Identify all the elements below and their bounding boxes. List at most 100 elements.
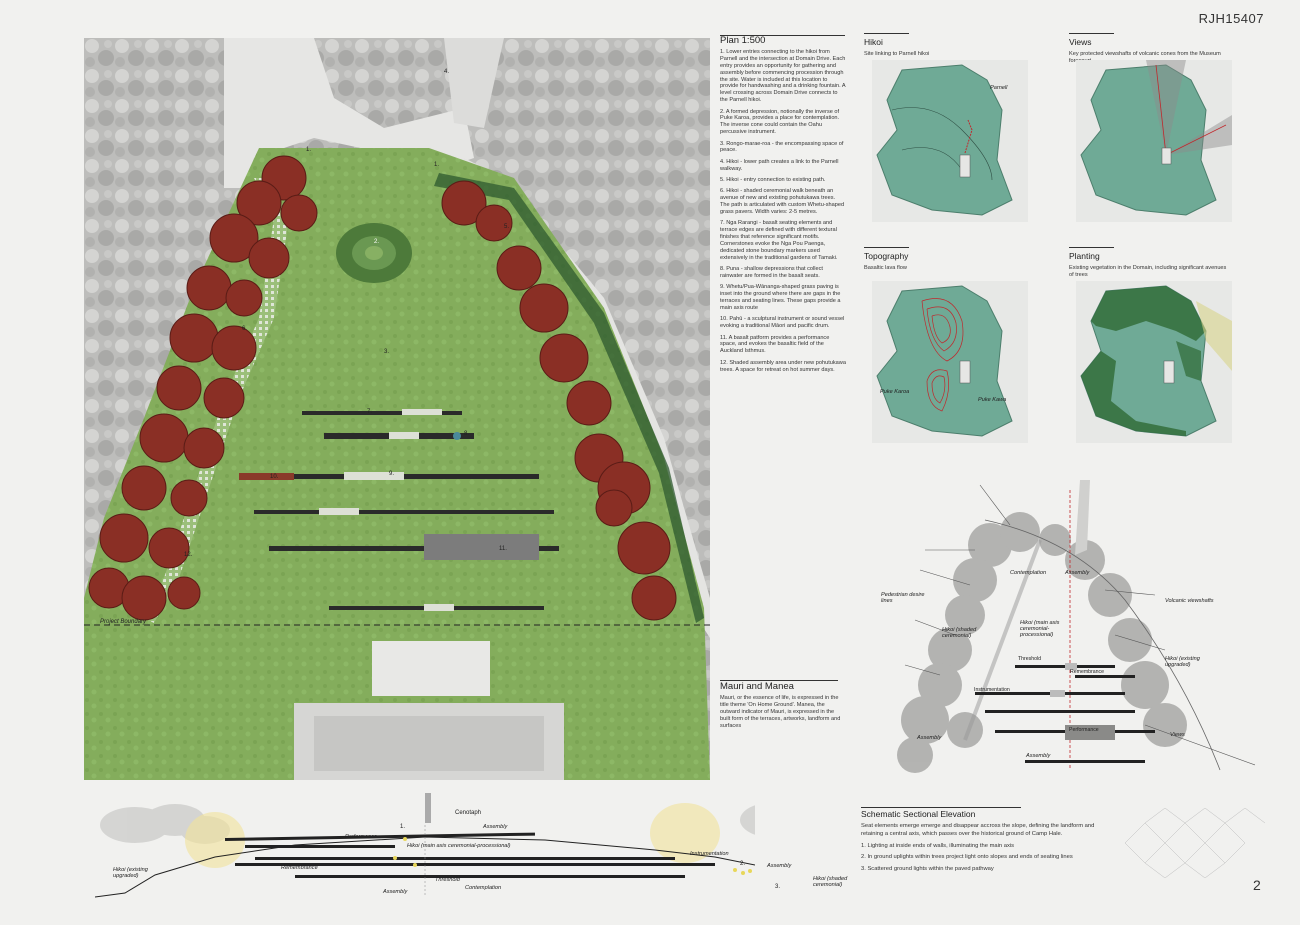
marker-3: 3. bbox=[384, 349, 389, 355]
sec-threshold: Threshold bbox=[435, 877, 460, 883]
puke-karoa-label: Puke Karoa bbox=[880, 389, 910, 395]
sec-n1: 1. bbox=[400, 824, 406, 830]
diagram-trees bbox=[897, 512, 1187, 773]
note-9: 9. Whetu/Pua-Wānanga-shaped grass paving… bbox=[720, 284, 841, 312]
vegetation-south bbox=[1081, 351, 1186, 436]
diag-assembly-top: Assembly bbox=[1065, 570, 1090, 576]
site-plan-drawing: 1. 1. 2. 3. 4. 5. 6. 7. 8. 9. 10. 11. 12… bbox=[84, 38, 710, 780]
topography-panel-subtitle: Basaltic lava flow bbox=[864, 265, 907, 271]
section-description: Seat elements emerge emerge and disappea… bbox=[861, 823, 1095, 837]
sec-assembly3: Assembly bbox=[767, 863, 792, 869]
project-id: RJH15407 bbox=[1198, 11, 1264, 26]
marker-6: 6. bbox=[242, 326, 247, 332]
diag-hikoi-shaded: Hikoi (shaded ceremonial) bbox=[942, 627, 977, 639]
hikoi-map: Parnell bbox=[872, 60, 1028, 222]
marker-1b: 1. bbox=[434, 162, 439, 168]
topography-map: Puke Karoa Puke Kawa bbox=[872, 281, 1028, 443]
note-3: 3. Rongo-marae-roa - the encompassing sp… bbox=[720, 140, 844, 154]
hikoi-left-path bbox=[144, 178, 289, 623]
page-number: 2 bbox=[1253, 877, 1261, 893]
hikoi-panel-subtitle: Site linking to Parnell hikoi bbox=[864, 51, 930, 57]
marker-2: 2. bbox=[374, 239, 379, 245]
note-7: 7. Nga Rarangi - basalt seating elements… bbox=[720, 220, 838, 261]
section-note-2: 2. In ground uplights within trees proje… bbox=[861, 854, 1073, 860]
diag-remembrance: Remembrance bbox=[1070, 669, 1105, 675]
sec-remembrance: Remembrance bbox=[281, 865, 318, 871]
section-title: Schematic Sectional Elevation bbox=[861, 809, 976, 819]
marker-4: 4. bbox=[444, 69, 449, 75]
diag-threshold: Threshold bbox=[1018, 656, 1042, 662]
marker-5: 5. bbox=[504, 224, 509, 230]
ground-line bbox=[94, 836, 756, 898]
topography-panel-title: Topography bbox=[864, 251, 909, 261]
mauri-text: Mauri, or the essence of life, is expres… bbox=[720, 694, 841, 729]
cenotaph-icon bbox=[425, 793, 431, 823]
schematic-diagram: Contemplation Assembly Pedestrian desire… bbox=[875, 470, 1256, 780]
sec-performance: Performance bbox=[345, 834, 378, 840]
arrows bbox=[904, 484, 1256, 766]
note-8: 8. Puna - shallow depressions that colle… bbox=[720, 266, 823, 280]
diagram-seat-walls bbox=[975, 663, 1155, 763]
section-seat-walls bbox=[224, 832, 715, 878]
notes-rule bbox=[720, 35, 845, 36]
note-12: 12. Shaded assembly area under new pohut… bbox=[720, 359, 846, 373]
sec-hikoi-existing: Hikoi (existing upgraded) bbox=[113, 867, 148, 879]
sec-contemplation: Contemplation bbox=[465, 885, 502, 891]
diag-performance: Performance bbox=[1069, 727, 1099, 733]
diag-assembly-left: Assembly bbox=[917, 735, 942, 741]
sec-hikoi-main: Hikoi (main axis ceremonial-processional… bbox=[407, 843, 511, 849]
planting-panel-title: Planting bbox=[1069, 251, 1100, 261]
views-map bbox=[1076, 60, 1232, 222]
road-upper bbox=[444, 38, 504, 128]
section-text: Schematic Sectional Elevation Seat eleme… bbox=[861, 810, 1111, 876]
note-2: 2. A formed depression, notionally the i… bbox=[720, 108, 840, 136]
sectional-elevation: Cenotaph 1. Assembly Performance Hikoi (… bbox=[94, 785, 825, 910]
sec-hikoi-shaded: Hikoi (shaded ceremonial) bbox=[813, 876, 848, 888]
domain-shape bbox=[876, 64, 1013, 216]
diag-hikoi-existing: Hikoi (existing upgraded) bbox=[1165, 656, 1200, 668]
marker-7: 7. bbox=[367, 409, 372, 415]
parnell-label: Parnell bbox=[990, 85, 1008, 91]
section-note-1: 1. Lighting at inside ends of walls, ill… bbox=[861, 842, 1015, 849]
puke-kawa-label: Puke Kawa bbox=[978, 397, 1007, 403]
planting-panel-subtitle: Existing vegetation in the Domain, inclu… bbox=[1069, 265, 1227, 278]
diag-pedestrian: Pedestrian desire lines bbox=[881, 592, 925, 604]
sec-instrumentation: Instrumentation bbox=[690, 851, 729, 857]
sec-n3: 3. bbox=[775, 884, 781, 890]
mauri-rule bbox=[720, 680, 838, 681]
viewshaft-east bbox=[1166, 115, 1232, 155]
contour-lines bbox=[921, 298, 964, 412]
site-plan: 1. 1. 2. 3. 4. 5. 6. 7. 8. 9. 10. 11. 12… bbox=[84, 38, 710, 780]
note-4: 4. Hikoi - lower path creates a link to … bbox=[720, 158, 839, 172]
basalt-seat-walls bbox=[239, 409, 559, 611]
hikoi-existing-line bbox=[984, 519, 1221, 771]
section-note-3: 3. Scattered ground lights within the pa… bbox=[861, 865, 994, 872]
viewshaft-north bbox=[1146, 60, 1186, 155]
note-11: 11. A basalt patform provides a performa… bbox=[720, 334, 830, 355]
sec-assembly2: Assembly bbox=[383, 889, 408, 895]
pohutukawa-trees bbox=[88, 155, 677, 621]
plan-title: Plan 1:500 bbox=[720, 35, 766, 46]
whetu-pattern-graphic bbox=[1125, 808, 1265, 878]
cenotaph-platform bbox=[372, 641, 490, 696]
section-lights bbox=[393, 837, 752, 875]
project-boundary-label: Project Boundary bbox=[100, 619, 147, 625]
marker-11: 11. bbox=[499, 546, 507, 552]
sec-assembly1: Assembly bbox=[483, 824, 508, 830]
sec-cenotaph: Cenotaph bbox=[455, 810, 482, 816]
diag-contemplation: Contemplation bbox=[1010, 570, 1047, 576]
note-1: 1. Lower entries connecting to the hikoi… bbox=[720, 48, 846, 104]
mauri-title: Mauri and Manea bbox=[720, 681, 794, 692]
marker-8: 8. bbox=[464, 431, 469, 437]
mauri-block: Mauri and Manea Mauri, or the essence of… bbox=[720, 681, 842, 734]
diag-hikoi-main: Hikoi (main axis ceremonial-processional… bbox=[1020, 620, 1060, 638]
diag-volcanic: Volcanic viewshafts bbox=[1165, 598, 1214, 604]
vegetation-north bbox=[1091, 286, 1206, 341]
planting-map bbox=[1076, 281, 1232, 443]
marker-1a: 1. bbox=[306, 147, 311, 153]
plan-notes: Plan 1:500 1. Lower entries connecting t… bbox=[720, 35, 846, 378]
diag-views: Views bbox=[1170, 732, 1185, 738]
marker-9: 9. bbox=[389, 471, 394, 477]
sec-n2: 2. bbox=[740, 861, 746, 867]
